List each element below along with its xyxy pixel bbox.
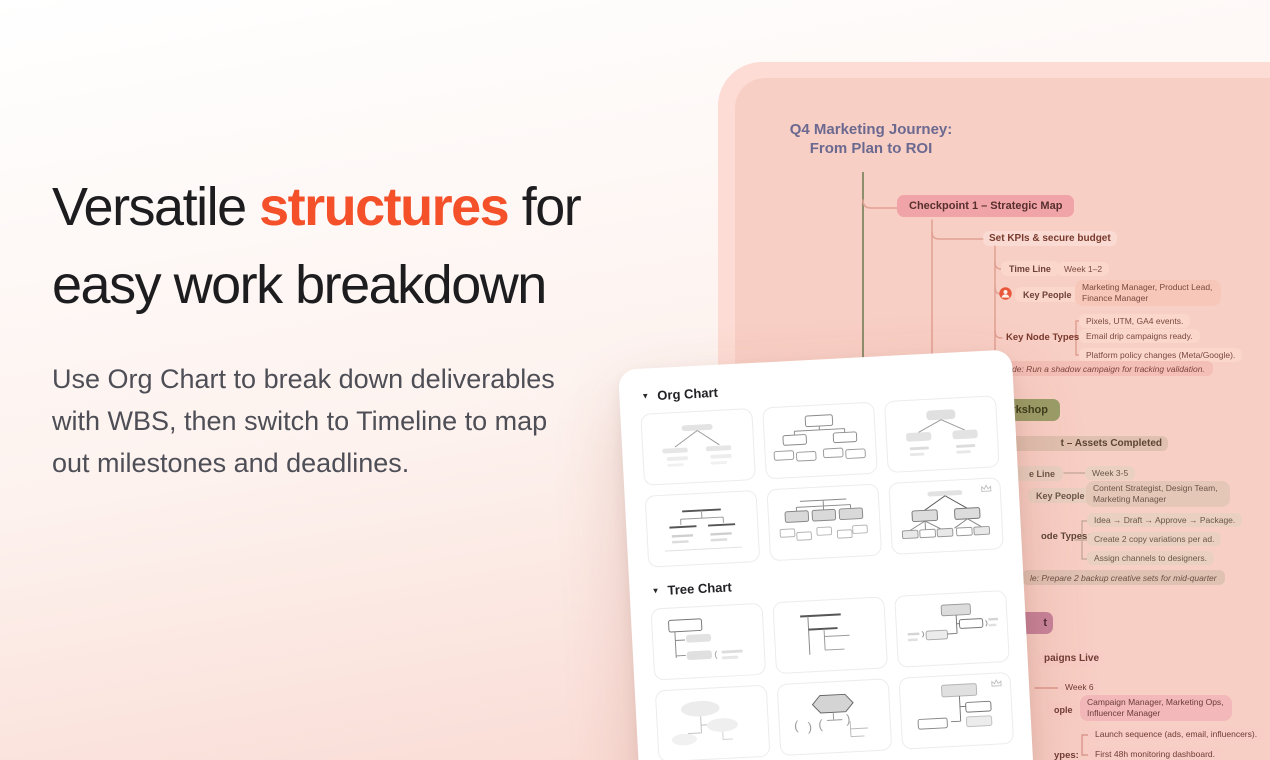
- org-layout-5-icon: [779, 498, 868, 541]
- mindmap-node-monitor-item: First 48h monitoring dashboard.: [1088, 747, 1223, 760]
- mindmap-node-note-1: de: Run a shadow campaign for tracking v…: [1004, 361, 1213, 376]
- mindmap-node-type-item: Pixels, UTM, GA4 events.: [1079, 314, 1191, 328]
- org-template-thumbnail-4[interactable]: [644, 489, 761, 568]
- tree-layout-5-icon: ( ) ( ): [794, 693, 869, 738]
- mindmap-node-timeline-value-2: Week 3-5: [1085, 466, 1136, 480]
- svg-text:(: (: [794, 719, 800, 733]
- template-picker-card: ▼ Org Chart: [618, 349, 1034, 760]
- org-template-thumbnail-3[interactable]: [883, 395, 1000, 474]
- heading-pre: Versatile: [52, 177, 260, 237]
- mindmap-node-checkpoint-1: Checkpoint 1 – Strategic Map: [897, 195, 1075, 217]
- tree-chart-grid: ( ) ( ): [650, 589, 1015, 760]
- heading-post: for easy work breakdown: [52, 177, 582, 315]
- mindmap-node-people-label-3: ople: [1046, 702, 1081, 717]
- mindmap-node-types-label-1: Key Node Types:: [1006, 332, 1083, 343]
- hero-heading: Versatile structures for easy work break…: [52, 168, 632, 324]
- svg-text:): ): [846, 712, 851, 726]
- svg-text:(: (: [818, 717, 824, 731]
- mindmap-node-type-item: Assign channels to designers.: [1087, 551, 1214, 565]
- org-layout-6-icon: [901, 490, 991, 540]
- mindmap-node-timeline-label-2: e Line: [1010, 466, 1063, 481]
- mindmap-node-type-item: Platform policy changes (Meta/Google).: [1079, 348, 1243, 362]
- tree-layout-6-icon: [917, 683, 993, 730]
- mindmap-node-timeline-value-3: Week 6: [1058, 680, 1101, 694]
- tree-layout-2-icon: [800, 613, 850, 655]
- mindmap-node-launch-item: Launch sequence (ads, email, influencers…: [1088, 727, 1265, 741]
- mindmap-node-people-label-2: Key People: [1028, 488, 1093, 503]
- tree-layout-1-icon: [668, 618, 743, 661]
- person-icon: [999, 287, 1012, 300]
- mindmap-node-types-label-2: ode Types:: [1041, 531, 1091, 542]
- tree-layout-4-icon: [671, 700, 738, 746]
- collapse-arrow-icon: ▼: [641, 391, 650, 401]
- collapse-arrow-icon: ▼: [651, 586, 660, 596]
- mindmap-node-type-item: Create 2 copy variations per ad.: [1087, 532, 1222, 546]
- org-template-thumbnail-5[interactable]: [766, 483, 883, 562]
- tree-template-thumbnail-1[interactable]: [650, 602, 767, 681]
- org-chart-grid: [640, 395, 1004, 568]
- section-label: Tree Chart: [667, 579, 733, 598]
- tree-template-thumbnail-2[interactable]: [772, 596, 888, 675]
- hero-section: Versatile structures for easy work break…: [52, 168, 632, 484]
- org-template-thumbnail-6[interactable]: [888, 477, 1004, 555]
- org-layout-1-icon: [662, 424, 732, 467]
- mindmap-node-people-value-2: Content Strategist, Design Team, Marketi…: [1086, 481, 1230, 507]
- org-template-thumbnail-2[interactable]: [762, 401, 878, 480]
- mindmap-title-line1: Q4 Marketing Journey:: [789, 121, 953, 138]
- hero-description: Use Org Chart to break down deliverables…: [52, 364, 555, 478]
- mindmap-node-type-item: Email drip campaigns ready.: [1079, 329, 1200, 343]
- tree-template-thumbnail-3[interactable]: [894, 589, 1010, 668]
- mindmap-node-task-1: Set KPIs & secure budget: [983, 231, 1117, 246]
- crown-icon: [981, 484, 992, 492]
- mindmap-node-task-2: t – Assets Completed: [990, 436, 1168, 451]
- tree-layout-3-icon: [907, 603, 999, 642]
- mindmap-node-type-item: Idea → Draft → Approve → Package.: [1087, 513, 1243, 527]
- svg-text:): ): [807, 720, 812, 734]
- mindmap-title-line2: From Plan to ROI: [809, 140, 933, 157]
- mindmap-node-types-label-3: ypes:: [1054, 750, 1079, 760]
- tree-template-thumbnail-5[interactable]: ( ) ( ): [776, 678, 893, 757]
- mindmap-node-people-value-1: Marketing Manager, Product Lead, Finance…: [1075, 280, 1221, 306]
- tree-template-thumbnail-4[interactable]: [654, 684, 771, 760]
- org-layout-3-icon: [906, 409, 978, 457]
- mindmap-node-timeline-value-1: Week 1–2: [1057, 262, 1110, 276]
- mindmap-node-note-2: le: Prepare 2 backup creative sets for m…: [1022, 570, 1225, 585]
- heading-highlight: structures: [259, 177, 510, 237]
- crown-icon: [991, 678, 1002, 687]
- mindmap-node-timeline-label-1: Time Line: [1001, 261, 1059, 276]
- tree-template-thumbnail-6[interactable]: [898, 671, 1015, 750]
- org-template-thumbnail-1[interactable]: [640, 408, 756, 486]
- mindmap-node-task-3: paigns Live: [1038, 651, 1106, 666]
- section-label: Org Chart: [656, 384, 719, 403]
- mindmap-node-people-value-3: Campaign Manager, Marketing Ops, Influen…: [1080, 695, 1232, 721]
- org-layout-2-icon: [773, 414, 866, 462]
- mindmap-title: Q4 Marketing Journey: From Plan to ROI: [771, 120, 971, 158]
- org-layout-4-icon: [664, 508, 743, 552]
- mindmap-node-people-label-1: Key People: [1015, 287, 1080, 302]
